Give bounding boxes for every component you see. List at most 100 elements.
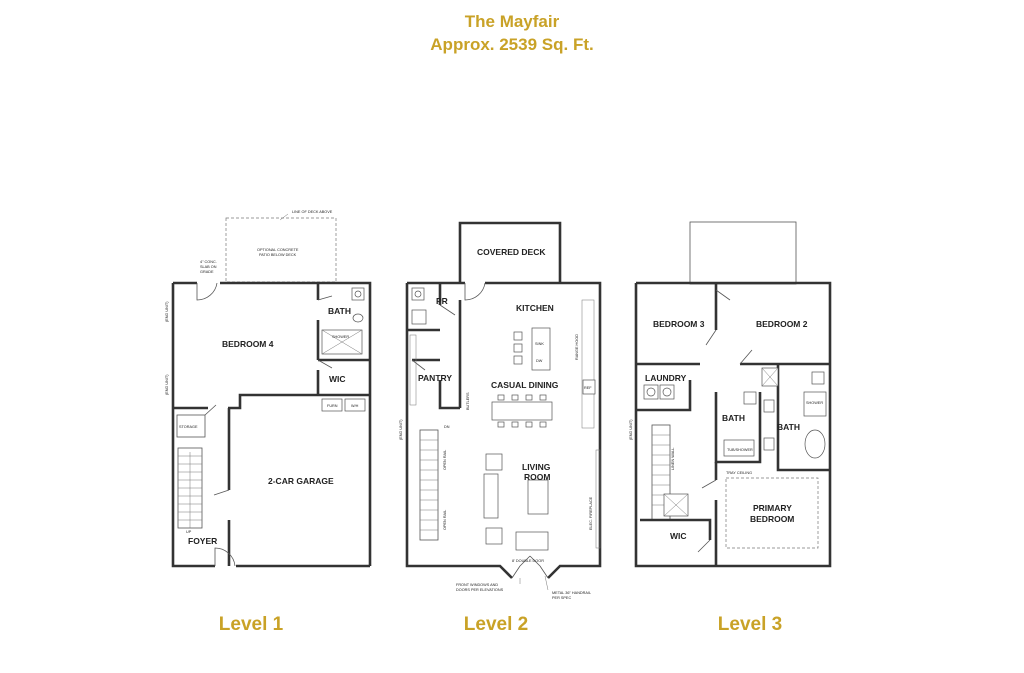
bedroom-doors — [705, 329, 753, 365]
linen-wall-note: LINEN WALL — [671, 448, 675, 470]
bedroom-3-label: BEDROOM 3 — [653, 319, 705, 329]
primary-bedroom-label-1: PRIMARY — [753, 503, 792, 513]
open-rail-note-1: OPEN RAIL — [443, 450, 447, 470]
back-door — [196, 282, 218, 301]
soaking-tub — [804, 429, 826, 459]
sink-label: SINK — [535, 342, 544, 346]
coffee-table — [527, 479, 549, 515]
bath-sink — [352, 313, 364, 323]
deck-door — [464, 282, 486, 301]
shower-label: SHOWER — [332, 335, 349, 339]
kitchen-island — [531, 327, 551, 371]
level-3-label: Level 3 — [717, 614, 783, 635]
sofa — [483, 473, 499, 519]
living-room-label-1: LIVING — [522, 462, 551, 472]
garage-label: 2-CAR GARAGE — [268, 476, 334, 486]
double-door-note: 8' DOUBLE DOOR — [512, 559, 544, 563]
bedroom-2-label: BEDROOM 2 — [756, 319, 808, 329]
butlers-note: BUTLERS — [466, 392, 470, 410]
pantry-label: PANTRY — [418, 373, 452, 383]
tray-ceiling-note: TRAY CEILING — [726, 471, 752, 475]
shower-x2 — [321, 329, 363, 355]
covered-deck-outline — [458, 221, 562, 283]
level-2-plan: BUTLERS SINK DW RANGE HOOD REF DN OP — [399, 221, 602, 600]
wic-walls — [640, 518, 712, 540]
front-windows-note-2: DOORS PER ELEVATIONS — [456, 588, 504, 592]
ref-label: REF — [584, 386, 592, 390]
pantry-walls — [412, 358, 460, 410]
level-2-stair — [419, 429, 439, 541]
pantry-door — [411, 359, 426, 371]
level-1-outer-wall — [171, 281, 372, 568]
loveseat — [515, 531, 549, 551]
storage-closet — [176, 414, 206, 438]
refrigerator — [582, 379, 596, 395]
primary-shower — [803, 391, 827, 417]
deck-note-leader — [279, 213, 289, 221]
wh-label: W/H — [351, 404, 359, 408]
kitchen-label: KITCHEN — [516, 303, 554, 313]
deck-line-note: LINE OF DECK ABOVE — [292, 210, 333, 214]
stool-3 — [513, 355, 523, 365]
level-2-outer-wall — [405, 281, 602, 579]
wic-door — [317, 359, 333, 369]
storage-label: STORAGE — [179, 425, 198, 429]
bedroom-walls — [636, 283, 830, 366]
stool-1 — [513, 331, 523, 341]
primary-shower-label: SHOWER — [806, 401, 823, 405]
pantry-shelf — [409, 334, 417, 406]
vanity-sink-2 — [763, 437, 775, 451]
level-1-bath-label: BATH — [328, 306, 351, 316]
fireplace-wall — [595, 449, 601, 549]
slab-note-3: GRADE — [200, 270, 214, 274]
foyer-label: FOYER — [188, 536, 217, 546]
level-2-label: Level 2 — [463, 614, 529, 635]
level-1-stair — [177, 447, 203, 529]
fireplace-note: ELEC. FIREPLACE — [589, 496, 593, 530]
front-bay — [511, 565, 549, 579]
bath-door — [317, 295, 333, 301]
open-rail-note-2: OPEN RAIL — [443, 510, 447, 530]
linen-x2 — [663, 493, 689, 517]
primary-bedroom-label-2: BEDROOM — [750, 514, 794, 524]
washer-drum — [646, 387, 656, 397]
covered-deck-label: COVERED DECK — [477, 247, 546, 257]
laundry-label: LAUNDRY — [645, 373, 687, 383]
level-3-deck-roof — [689, 221, 797, 285]
bedroom-2-door — [715, 289, 731, 301]
bath-b-walls — [776, 364, 830, 472]
dining-table — [491, 401, 553, 421]
furnace — [321, 398, 343, 412]
storage-door — [204, 404, 217, 416]
stair-up-label: UP — [186, 530, 192, 534]
level-3-outer-wall — [634, 281, 832, 568]
bath-a-toilet — [743, 391, 757, 405]
double-door-swing — [519, 555, 541, 567]
side-table-1 — [485, 453, 503, 471]
plan-square-footage: Approx. 2539 Sq. Ft. — [430, 35, 594, 54]
bath-b-label: BATH — [777, 422, 800, 432]
title-block: The Mayfair Approx. 2539 Sq. Ft. — [0, 10, 1024, 56]
front-door — [214, 547, 236, 567]
wic-door — [697, 539, 711, 553]
dryer-drum — [662, 387, 672, 397]
bath-a-walls — [714, 392, 762, 464]
closet-x2 — [761, 367, 779, 387]
metal-rail-note-2: PER SPEC — [552, 596, 571, 600]
metal-rail-note-1: METAL 36" HANDRAIL — [552, 591, 591, 595]
furn-label: FURN — [327, 404, 338, 408]
pr-sink — [411, 309, 427, 325]
kitchen-counter — [581, 299, 595, 429]
patio-note-1: OPTIONAL CONCRETE — [257, 248, 299, 252]
side-table-2 — [485, 527, 503, 545]
vanity-sink-1 — [763, 399, 775, 413]
stool-2 — [513, 343, 523, 353]
toilet-bowl — [354, 290, 362, 298]
pr-label: PR — [436, 296, 448, 306]
level-2-end-unit-note: (END UNIT) — [399, 419, 403, 440]
plan-title: The Mayfair — [464, 12, 560, 31]
end-unit-note-2: (END UNIT) — [165, 374, 169, 395]
level-1-label: Level 1 — [218, 614, 284, 635]
patio-note-2: PATIO BELOW DECK — [259, 253, 297, 257]
